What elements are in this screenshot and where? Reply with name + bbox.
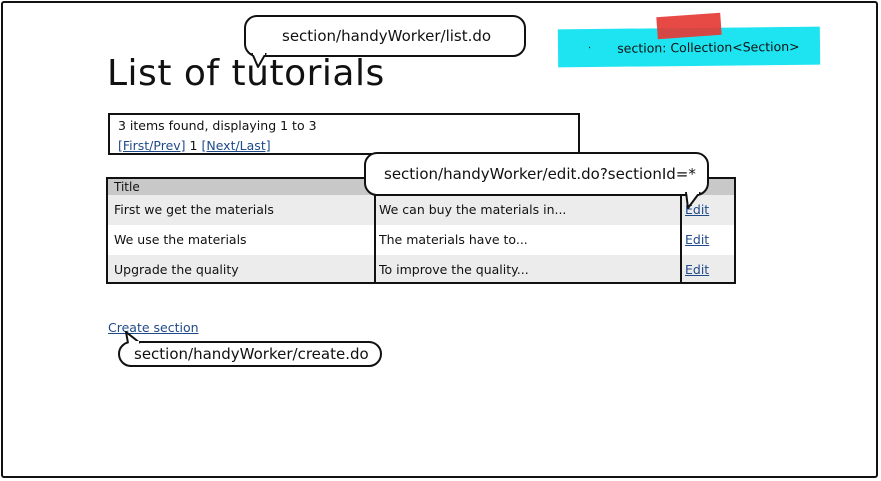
table-row: Upgrade the quality To improve the quali… <box>108 255 734 282</box>
table-row: We use the materials The materials have … <box>108 225 734 255</box>
row-text: To improve the quality... <box>379 262 529 277</box>
first-prev-link[interactable]: [First/Prev] <box>118 138 186 153</box>
next-last-link[interactable]: [Next/Last] <box>201 138 271 153</box>
list-url-text: section/handyWorker/list.do <box>282 27 492 45</box>
pagination-nav: [First/Prev] 1 [Next/Last] <box>118 135 570 157</box>
model-note-text: section: Collection<Section> <box>617 38 800 56</box>
row-title: Upgrade the quality <box>114 262 239 277</box>
note-bullet: · <box>587 42 592 54</box>
column-divider <box>374 195 376 282</box>
edit-url-text: section/handyWorker/edit.do?sectionId=* <box>384 165 696 183</box>
create-url-callout: section/handyWorker/create.do <box>118 341 382 367</box>
row-text: The materials have to... <box>379 232 528 247</box>
pagination-box: 3 items found, displaying 1 to 3 [First/… <box>108 113 580 155</box>
callout-tail <box>251 53 267 68</box>
edit-link[interactable]: Edit <box>685 232 710 247</box>
callout-tail <box>125 331 141 344</box>
table-row: First we get the materials We can buy th… <box>108 195 734 225</box>
column-header-title: Title <box>114 180 140 194</box>
items-found-text: 3 items found, displaying 1 to 3 <box>118 118 317 133</box>
callout-tail <box>685 192 701 209</box>
list-url-callout: section/handyWorker/list.do <box>244 15 526 57</box>
column-divider <box>680 195 682 282</box>
create-url-text: section/handyWorker/create.do <box>134 345 369 363</box>
edit-link[interactable]: Edit <box>685 262 710 277</box>
row-title: We use the materials <box>114 232 247 247</box>
create-section-link[interactable]: Create section <box>108 320 199 335</box>
edit-link[interactable]: Edit <box>685 202 710 217</box>
current-page-number: 1 <box>189 138 198 153</box>
tape-strip <box>656 12 722 40</box>
row-text: We can buy the materials in... <box>379 202 567 217</box>
edit-url-callout: section/handyWorker/edit.do?sectionId=* <box>364 152 709 196</box>
page-title: List of tutorials <box>107 53 385 94</box>
row-title: First we get the materials <box>114 202 274 217</box>
